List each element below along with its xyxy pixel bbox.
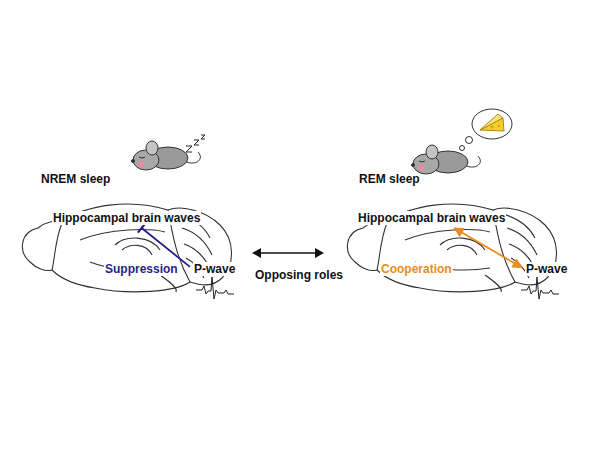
- connector: [138, 223, 190, 267]
- region-label: Hippocampal brain waves: [357, 211, 506, 225]
- region-label: Hippocampal brain waves: [52, 211, 201, 225]
- edge-label: Suppression: [104, 262, 179, 276]
- panel-label: Opposing roles: [254, 268, 344, 282]
- sleeping-mouse: [132, 135, 206, 170]
- panel-label: NREM sleep: [40, 172, 111, 186]
- connector-line: [454, 228, 522, 268]
- connector-head: [512, 259, 522, 267]
- connector: [454, 228, 522, 268]
- text-node: P-wave: [525, 262, 568, 276]
- panel-label: REM sleep: [358, 172, 421, 186]
- double-arrow: [252, 248, 324, 258]
- region-label: P-wave: [525, 262, 568, 276]
- p-wave-trace: [196, 277, 234, 299]
- text-node: P-wave: [193, 262, 236, 276]
- p-wave-trace: [521, 277, 559, 299]
- region-label: P-wave: [193, 262, 236, 276]
- edge-label: Cooperation: [380, 262, 453, 276]
- text-node: Hippocampal brain waves: [357, 211, 506, 225]
- text-node: Hippocampal brain waves: [52, 211, 201, 225]
- connector-head: [454, 228, 464, 236]
- dreaming-mouse: [412, 109, 513, 174]
